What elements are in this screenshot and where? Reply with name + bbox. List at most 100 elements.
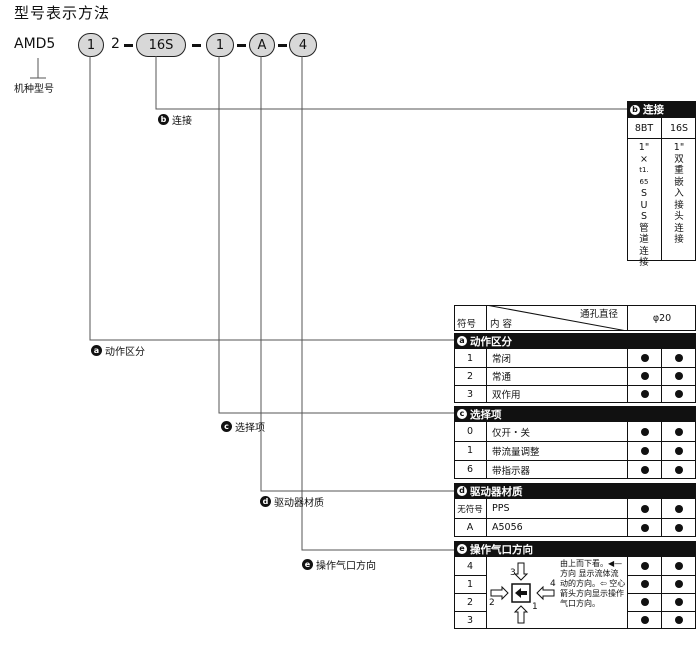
col-divider: [661, 349, 662, 403]
bullet-mark: [662, 611, 696, 629]
connection-col-16s: 16S: [669, 122, 689, 134]
diagram-number: 3: [510, 568, 516, 578]
diagram-number: 1: [532, 602, 538, 612]
row-divider: [627, 575, 696, 576]
bullet-mark: [662, 385, 696, 403]
table-row-code: 1: [466, 352, 474, 364]
table-header: [454, 305, 696, 331]
bullet-mark: [628, 575, 661, 593]
model-subcaption: 机种型号: [14, 84, 54, 95]
header-divider: [627, 305, 628, 331]
col-divider: [486, 422, 487, 479]
bullet-mark: [662, 518, 696, 537]
bullet-mark: [628, 349, 661, 367]
col-divider: [627, 422, 628, 479]
table-row-code: 4: [466, 560, 474, 572]
table-row-code: 1: [466, 445, 474, 456]
page-title: 型号表示方法: [14, 4, 111, 22]
table-row-code: A: [466, 522, 474, 533]
table-row-code: 3: [466, 614, 474, 626]
bullet-mark: [628, 499, 661, 518]
table-row-text: 常通: [492, 372, 512, 383]
bullet-mark: [628, 441, 661, 460]
bullet-mark: [628, 385, 661, 403]
connection-col-8bt: 8BT: [634, 122, 654, 134]
table-row-text: 带指示器: [492, 465, 531, 477]
diagram-number: 4: [550, 579, 556, 589]
separator-dash: [237, 44, 246, 47]
bullet-mark: [662, 575, 696, 593]
row-divider: [454, 441, 696, 442]
bullet-mark: [628, 518, 661, 537]
separator-dash: [278, 44, 287, 47]
diagram-number: 2: [489, 598, 495, 608]
header-divider: [486, 305, 487, 331]
row-divider: [454, 367, 696, 368]
row-divider: [454, 593, 487, 594]
table-row-code: 2: [466, 370, 474, 382]
bullet-mark: [662, 593, 696, 611]
part-d-pill: A: [249, 33, 275, 57]
col-divider: [486, 349, 487, 403]
bullet-mark: [628, 557, 661, 575]
port-direction-note: 由上而下看。◀— 方向 显示流体流动的方向。⇦ 空心箭头方向显示操作气口方向。: [560, 559, 626, 608]
header-bore-value: φ20: [652, 312, 672, 324]
row-divider: [454, 385, 696, 386]
connection-divider: [661, 118, 662, 261]
table-row-text: 常闭: [492, 354, 512, 365]
table-row-text: 仅开・关: [492, 427, 531, 439]
connection-desc-16s: 1" 双重嵌入接头连接: [673, 142, 685, 245]
header-bore-label: 通孔直径: [580, 308, 619, 320]
bullet-mark: [628, 367, 661, 385]
connection-desc-8bt: 1" × t1.65 SUS管道连接: [638, 142, 650, 268]
row-divider: [454, 460, 696, 461]
header-content: 内 容: [490, 319, 513, 330]
row-divider: [454, 575, 487, 576]
table-row-code: 无符号: [457, 504, 483, 515]
table-row-code: 6: [466, 464, 474, 475]
model-prefix: AMD5: [14, 36, 56, 52]
bullet-mark: [662, 441, 696, 460]
separator-dash: [192, 44, 201, 47]
section-c-body: [454, 422, 696, 479]
section-a-body: [454, 349, 696, 403]
part-c-pill: 1: [206, 33, 234, 57]
port-direction-diagram: [490, 562, 555, 624]
bullet-mark: [628, 422, 661, 441]
separator-dash: [124, 44, 133, 47]
col-divider: [661, 422, 662, 479]
bullet-mark: [662, 367, 696, 385]
bullet-mark: [628, 460, 661, 479]
table-row-code: 1: [466, 578, 474, 590]
bullet-mark: [662, 460, 696, 479]
bullet-mark: [662, 557, 696, 575]
table-row-text: PPS: [492, 503, 510, 514]
connection-divider: [627, 138, 696, 139]
part-b-pill: 16S: [136, 33, 186, 57]
col-divider: [627, 349, 628, 403]
bullet-mark: [662, 349, 696, 367]
part-plain-2: 2: [111, 36, 120, 52]
header-symbol: 符号: [457, 319, 477, 330]
row-divider: [454, 611, 487, 612]
table-row-code: 0: [466, 426, 474, 437]
table-row-text: 双作用: [492, 390, 521, 401]
table-row-text: A5056: [492, 522, 523, 533]
bullet-mark: [628, 611, 661, 629]
table-row-code: 3: [466, 388, 474, 400]
table-row-code: 2: [466, 596, 474, 608]
part-e-pill: 4: [289, 33, 317, 57]
bullet-mark: [662, 499, 696, 518]
header-diagonal: [486, 305, 627, 331]
